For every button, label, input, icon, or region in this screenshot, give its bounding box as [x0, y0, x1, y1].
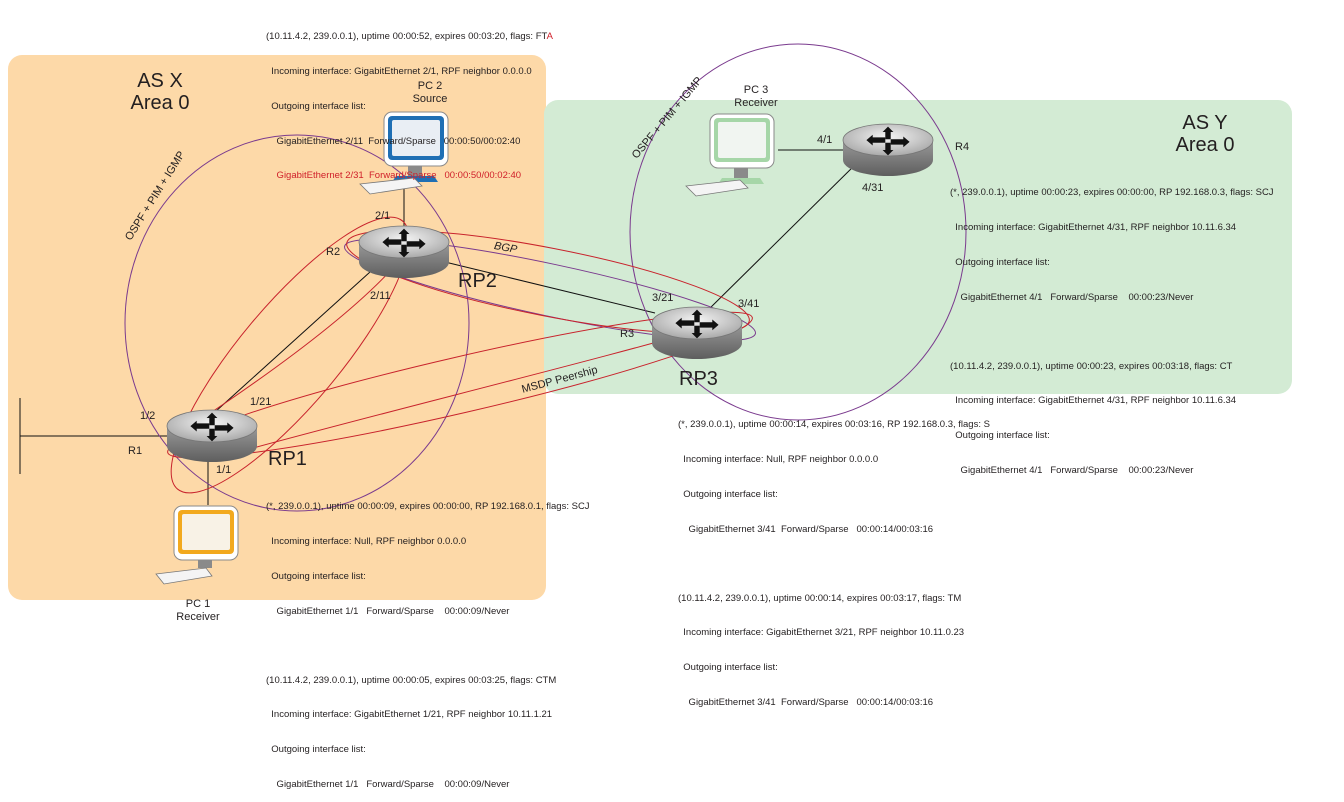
- r4-table-line: Outgoing interface list:: [950, 430, 1050, 442]
- r1-table-line: GigabitEthernet 1/1 Forward/Sparse 00:00…: [266, 605, 510, 617]
- r4-table-line: GigabitEthernet 4/1 Forward/Sparse 00:00…: [950, 291, 1194, 303]
- r4-table-line: Incoming interface: GigabitEthernet 4/31…: [950, 221, 1237, 233]
- interface-r3-3-41: 3/41: [738, 298, 760, 310]
- pc3-name: PC 3: [743, 84, 769, 96]
- router-r4[interactable]: [842, 123, 934, 177]
- r3-table-line: Outgoing interface list:: [678, 488, 778, 500]
- router-r1[interactable]: [166, 409, 258, 463]
- r2-table-line-1: (10.11.4.2, 239.0.0.1), uptime 00:00:52,…: [266, 31, 553, 43]
- interface-r1-1-1: 1/1: [216, 464, 232, 476]
- rp3-label: RP3: [679, 368, 718, 390]
- link-r3-r4: [704, 159, 861, 314]
- r1-table-line: Outgoing interface list:: [266, 744, 366, 756]
- r3-table-line: (10.11.4.2, 239.0.0.1), uptime 00:00:14,…: [678, 592, 962, 604]
- router-r1-label: R1: [128, 445, 143, 457]
- r4-table-line: Outgoing interface list:: [950, 256, 1050, 268]
- r1-table-line: Outgoing interface list:: [266, 570, 366, 582]
- r1-table-line: GigabitEthernet 1/1 Forward/Sparse 00:00…: [266, 778, 510, 790]
- r3-table-line: Incoming interface: GigabitEthernet 3/21…: [678, 627, 965, 639]
- r2-table-line-4: GigabitEthernet 2/11 Forward/Sparse 00:0…: [266, 135, 521, 147]
- r2-table-line-2: Incoming interface: GigabitEthernet 2/1,…: [266, 65, 532, 77]
- r3-table-line: [678, 558, 990, 569]
- r1-table-line: (*, 239.0.0.1), uptime 00:00:09, expires…: [266, 501, 590, 513]
- r3-table-line: Incoming interface: Null, RPF neighbor 0…: [678, 453, 879, 465]
- as-x-title: AS X: [137, 70, 183, 92]
- pc2-label: PC 2 Source: [400, 80, 460, 106]
- r3-table-line: GigabitEthernet 3/41 Forward/Sparse 00:0…: [678, 523, 934, 535]
- pc1-role: Receiver: [176, 611, 220, 623]
- r3-table-line: Outgoing interface list:: [678, 662, 778, 674]
- r2-table-line-1-flag: A: [546, 31, 553, 43]
- network-diagram: [8, 43, 1292, 600]
- as-x-area-number: Area 0: [130, 92, 190, 114]
- pc1-label: PC 1 Receiver: [158, 598, 238, 624]
- router-r3-label: R3: [620, 328, 635, 340]
- r2-table-line-1-main: (10.11.4.2, 239.0.0.1), uptime 00:00:52,…: [266, 31, 547, 43]
- r4-table-line: [950, 326, 1274, 337]
- pc2-computer-icon[interactable]: [359, 111, 449, 195]
- interface-r2-2-1: 2/1: [375, 210, 391, 222]
- as-y-area-number: Area 0: [1175, 134, 1235, 156]
- router-r3[interactable]: [651, 306, 743, 360]
- pc3-label: PC 3 Receiver: [726, 84, 786, 110]
- r1-table-line: [266, 640, 590, 651]
- r4-table-line: GigabitEthernet 4/1 Forward/Sparse 00:00…: [950, 464, 1194, 476]
- interface-r4-4-31: 4/31: [862, 182, 884, 194]
- as-y-title: AS Y: [1182, 112, 1228, 134]
- pc3-computer-icon[interactable]: [685, 113, 775, 197]
- router-r4-label: R4: [955, 141, 970, 153]
- link-r2-r3: [444, 261, 656, 314]
- router-r2-label: R2: [326, 246, 341, 258]
- r4-table-line: (*, 239.0.0.1), uptime 00:00:23, expires…: [950, 187, 1274, 199]
- interface-r1-1-21: 1/21: [250, 396, 272, 408]
- bgp-peering-ellipse: [344, 238, 756, 342]
- link-r1-r2: [214, 271, 371, 413]
- r1-table-line: (10.11.4.2, 239.0.0.1), uptime 00:00:05,…: [266, 674, 557, 686]
- r3-table-line: GigabitEthernet 3/41 Forward/Sparse 00:0…: [678, 696, 934, 708]
- r1-mroute-table: (*, 239.0.0.1), uptime 00:00:09, expires…: [266, 478, 590, 802]
- pc2-name: PC 2: [417, 80, 443, 92]
- physical-links: [19, 149, 861, 505]
- r4-table-line: Incoming interface: GigabitEthernet 4/31…: [950, 395, 1237, 407]
- pc1-computer-icon[interactable]: [155, 505, 239, 585]
- rp2-label: RP2: [458, 270, 497, 292]
- pc2-role: Source: [412, 93, 448, 105]
- interface-r4-4-1: 4/1: [817, 134, 833, 146]
- r2-mroute-table: (10.11.4.2, 239.0.0.1), uptime 00:00:52,…: [266, 8, 553, 194]
- interface-r1-1-2: 1/2: [140, 410, 156, 422]
- pc1-name: PC 1: [185, 598, 211, 610]
- interface-r2-2-11: 2/11: [370, 290, 391, 302]
- r4-table-line: (10.11.4.2, 239.0.0.1), uptime 00:00:23,…: [950, 360, 1233, 372]
- r3-mroute-table: (*, 239.0.0.1), uptime 00:00:14, expires…: [678, 396, 990, 720]
- r2-table-line-3: Outgoing interface list:: [266, 100, 366, 112]
- r1-table-line: Incoming interface: GigabitEthernet 1/21…: [266, 709, 553, 721]
- interface-r3-3-21: 3/21: [652, 292, 674, 304]
- ospf-pim-igmp-circle-right: [629, 43, 967, 421]
- ospf-pim-igmp-circle-left: [124, 134, 470, 512]
- as-x-label: AS X Area 0: [110, 70, 210, 114]
- router-r2[interactable]: [358, 225, 450, 279]
- r1-table-line: Incoming interface: Null, RPF neighbor 0…: [266, 535, 467, 547]
- r3-table-line: (*, 239.0.0.1), uptime 00:00:14, expires…: [678, 419, 990, 431]
- rp1-label: RP1: [268, 448, 307, 470]
- r4-mroute-table: (*, 239.0.0.1), uptime 00:00:23, expires…: [950, 164, 1274, 488]
- pc3-role: Receiver: [734, 97, 778, 109]
- r2-table-line-5: GigabitEthernet 2/31 Forward/Sparse 00:0…: [266, 170, 522, 182]
- as-y-label: AS Y Area 0: [1150, 112, 1260, 156]
